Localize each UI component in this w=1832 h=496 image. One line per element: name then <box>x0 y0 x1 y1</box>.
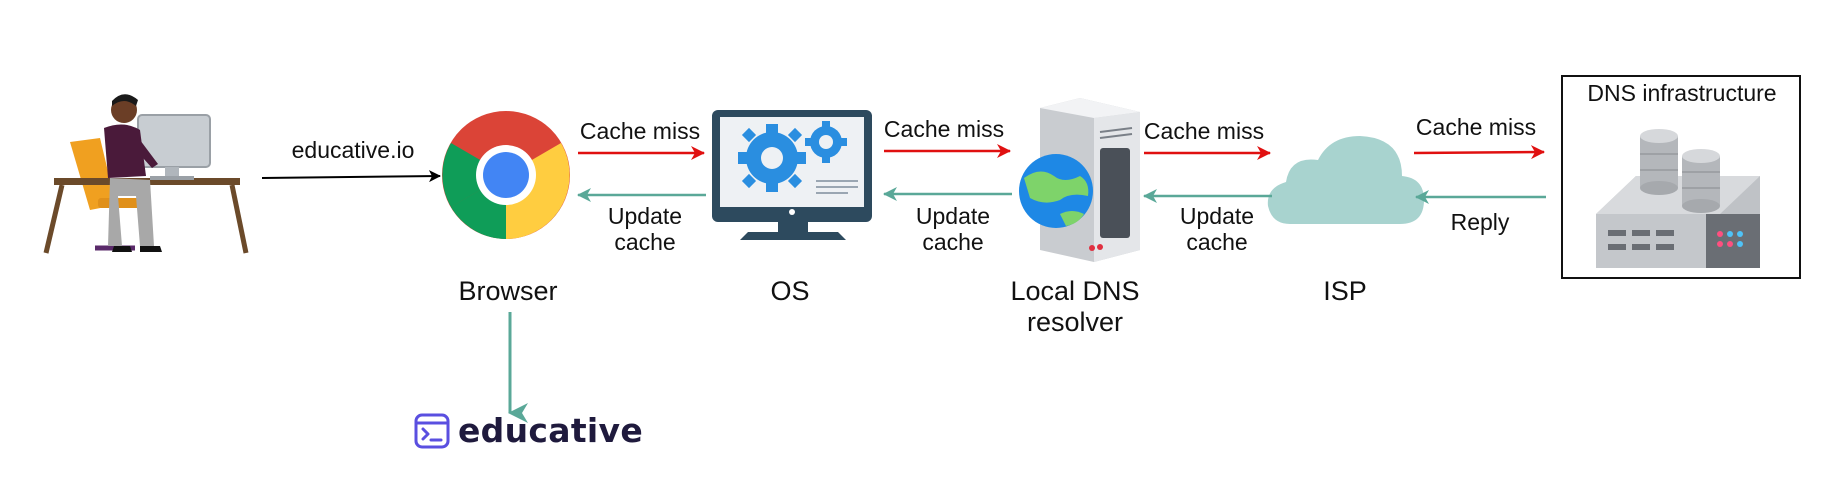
arrow-user-to-browser <box>261 170 441 183</box>
node-label-dns-infrastructure: DNS infrastructure <box>1587 80 1777 106</box>
edge-label-resolver-to-isp: Cache miss <box>1143 118 1265 144</box>
edge-label-isp-to-dns: Cache miss <box>1415 114 1537 140</box>
terminal-window-icon <box>414 413 450 448</box>
node-label-os: OS <box>770 276 810 306</box>
edge-label-browser-to-os: Cache miss <box>579 118 701 144</box>
edge-label-os-to-resolver: Cache miss <box>883 116 1005 142</box>
educative-logo: educative <box>414 411 643 450</box>
node-label-local-dns-resolver: Local DNS resolver <box>1010 276 1140 338</box>
arrow-isp-to-dns <box>1413 145 1545 160</box>
edge-label-isp-to-resolver: Update cache <box>1179 203 1255 256</box>
edge-label-dns-to-isp: Reply <box>1450 209 1510 235</box>
isp-cloud-icon <box>1267 136 1424 224</box>
educative-wordmark: educative <box>458 411 644 450</box>
edge-label-os-to-browser: Update cache <box>607 203 683 256</box>
node-label-browser: Browser <box>458 276 558 306</box>
local-dns-resolver-server-icon <box>1019 98 1140 262</box>
edge-label-resolver-to-os: Update cache <box>915 203 991 256</box>
user-at-computer-icon <box>43 94 249 254</box>
dns-infrastructure-server-icon <box>1596 129 1760 268</box>
chrome-browser-icon <box>442 111 570 239</box>
node-label-isp: ISP <box>1323 276 1367 306</box>
os-monitor-gears-icon <box>712 110 872 240</box>
edge-label-user-to-browser: educative.io <box>291 137 415 163</box>
